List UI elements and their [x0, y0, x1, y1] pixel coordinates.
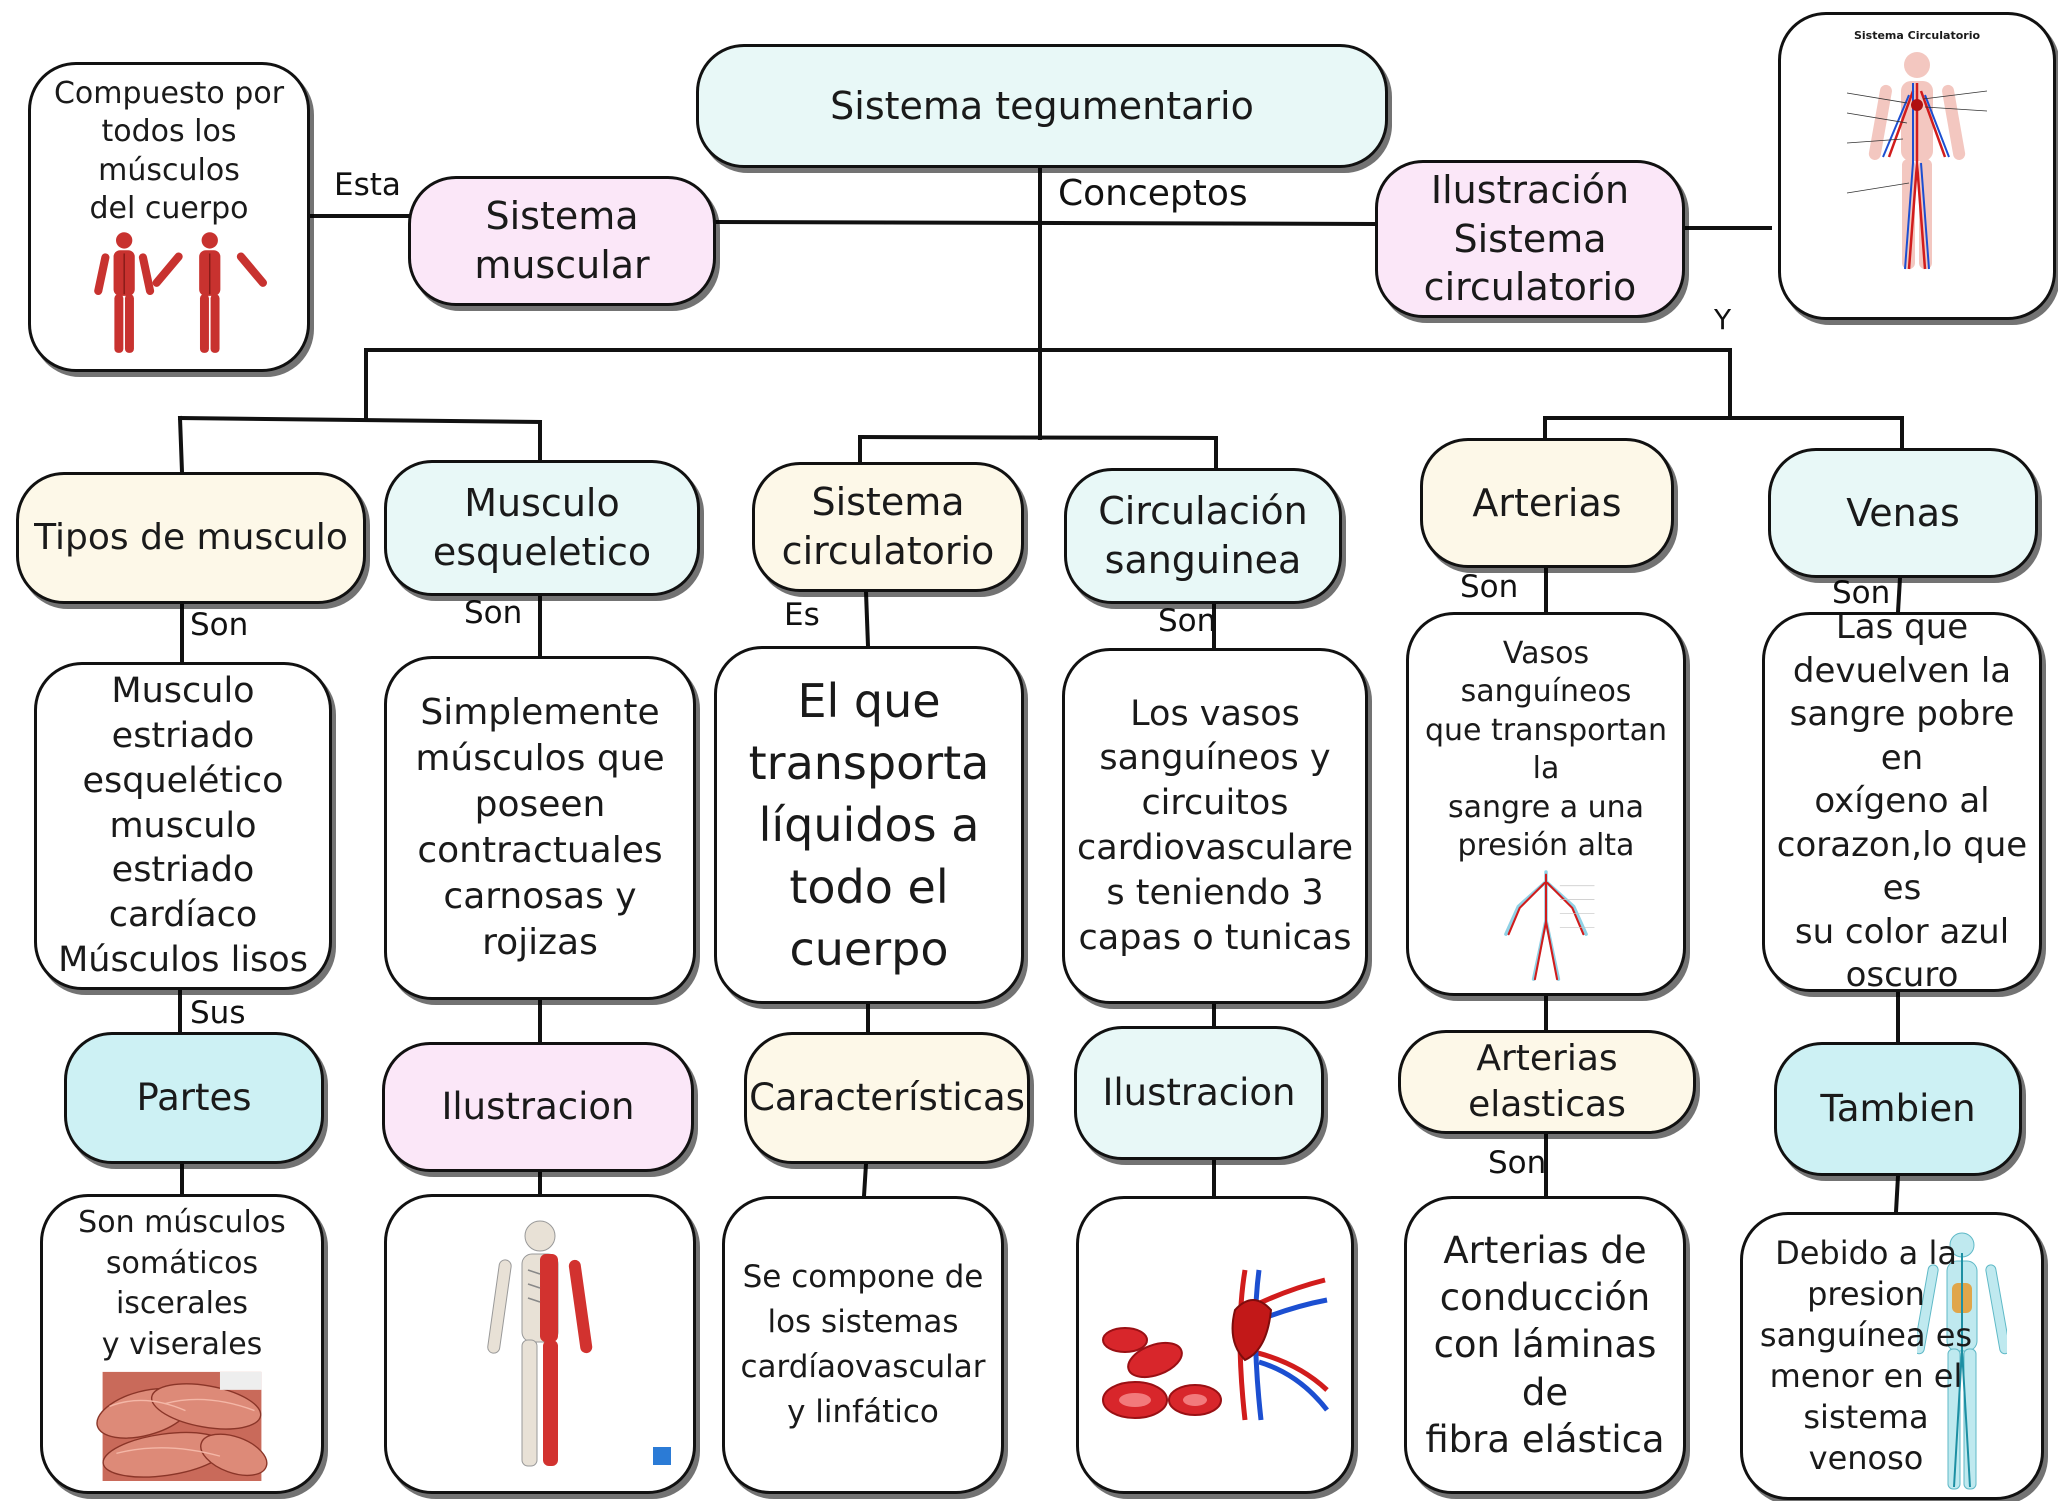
node-tipos-de-musculo: Tipos de musculo — [16, 472, 366, 604]
node-ilustracion-2-content — [1076, 1196, 1354, 1494]
node-ilustracion-circulatorio: Ilustración Sistema circulatorio — [1375, 160, 1685, 318]
blood-cells-image — [1102, 1269, 1329, 1421]
node-sistema-circulatorio-label: Sistema circulatorio — [781, 480, 995, 573]
skeleton-muscle-image — [487, 1220, 593, 1467]
node-ilustracion-2: Ilustracion — [1074, 1026, 1324, 1160]
node-partes-content: Son músculos somáticos iscerales y viser… — [40, 1194, 324, 1494]
node-sistema-muscular: Sistema muscular — [408, 176, 716, 306]
label-sus: Sus — [190, 995, 246, 1031]
node-ilustracion-1-label: Ilustracion — [441, 1085, 635, 1129]
label-son-tipos: Son — [190, 607, 249, 643]
venous-system-image — [1917, 1232, 2007, 1490]
node-circsang-content: Los vasos sanguíneos y circuitos cardiov… — [1062, 648, 1368, 1004]
node-circulacion-label: Circulación sanguinea — [1098, 489, 1308, 582]
node-compuesto: Compuesto por todos los músculos del cue… — [28, 62, 310, 372]
node-venas-content-text: Las que devuelven la sangre pobre en oxí… — [1776, 612, 2028, 992]
node-musculo-esqueletico: Musculo esqueletico — [384, 460, 700, 596]
node-partes: Partes — [64, 1032, 324, 1164]
muscle-tissue-image — [96, 1371, 268, 1481]
node-tipos-content: Musculo estriado esquelético musculo est… — [34, 662, 332, 990]
node-tambien-content-text: Debido a la presion sanguínea es menor e… — [1759, 1234, 1973, 1477]
node-compuesto-label: Compuesto por todos los músculos del cue… — [53, 76, 285, 227]
root-node: Sistema tegumentario — [696, 44, 1388, 168]
node-circulacion-sanguinea: Circulación sanguinea — [1064, 468, 1342, 604]
node-tambien-label: Tambien — [1820, 1087, 1976, 1131]
node-ilustracion-2-label: Ilustracion — [1102, 1071, 1296, 1115]
node-ilustracion-1-content — [384, 1194, 696, 1494]
corner-marker — [653, 1447, 671, 1465]
label-son-esqueletico: Son — [464, 595, 523, 631]
circulatory-system-image — [1846, 52, 1988, 270]
label-son-arterias: Son — [1460, 569, 1519, 605]
node-ilustracion-1: Ilustracion — [382, 1042, 694, 1172]
node-venas-label: Venas — [1846, 490, 1960, 535]
node-tambien: Tambien — [1774, 1042, 2022, 1176]
node-partes-content-text: Son músculos somáticos iscerales y viser… — [78, 1205, 286, 1362]
node-caracteristicas-content: Se compone de los sistemas cardíaovascul… — [722, 1196, 1004, 1494]
node-tipos-content-text: Musculo estriado esquelético musculo est… — [58, 671, 308, 980]
node-arterias-elasticas-label: Arterias elasticas — [1468, 1037, 1626, 1125]
label-son-elasticas: Son — [1488, 1145, 1547, 1181]
node-circulatorio-image: Sistema Circulatorio — [1778, 12, 2056, 320]
node-esqueletico-content: Simplemente músculos que poseen contract… — [384, 656, 696, 1000]
node-sistema-muscular-label: Sistema muscular — [474, 194, 650, 287]
node-sistema-circulatorio: Sistema circulatorio — [752, 462, 1024, 592]
node-ilustracion-circulatorio-label: Ilustración Sistema circulatorio — [1423, 168, 1637, 310]
node-arterias: Arterias — [1420, 438, 1674, 568]
node-circulatorio-content-text: El que transporta líquidos a todo el cue… — [748, 673, 990, 977]
node-venas-content: Las que devuelven la sangre pobre en oxí… — [1762, 612, 2042, 992]
node-elasticas-content-text: Arterias de conducción con láminas de fi… — [1425, 1228, 1665, 1462]
label-conceptos: Conceptos — [1058, 173, 1248, 214]
node-elasticas-content: Arterias de conducción con láminas de fi… — [1404, 1196, 1686, 1494]
node-arterias-content-text: Vasos sanguíneos que transportan la sang… — [1424, 636, 1668, 863]
label-es: Es — [784, 597, 820, 633]
node-esqueletico-label: Musculo esqueletico — [432, 481, 652, 574]
label-esta: Esta — [334, 167, 401, 203]
label-son-venas: Son — [1832, 575, 1891, 611]
label-y: Y — [1714, 303, 1732, 336]
muscle-figures-image — [94, 231, 268, 353]
node-caracteristicas-label: Características — [749, 1076, 1025, 1120]
node-caracteristicas-content-text: Se compone de los sistemas cardíaovascul… — [740, 1259, 986, 1430]
node-caracteristicas: Características — [744, 1032, 1030, 1164]
node-venas: Venas — [1768, 448, 2038, 578]
illustration-caption: Sistema Circulatorio — [1853, 29, 1981, 42]
label-son-circulacion: Son — [1158, 603, 1217, 639]
node-circsang-content-text: Los vasos sanguíneos y circuitos cardiov… — [1077, 693, 1353, 958]
artery-system-image — [1504, 870, 1595, 982]
node-arterias-elasticas: Arterias elasticas — [1398, 1030, 1696, 1134]
node-partes-label: Partes — [136, 1076, 252, 1120]
node-arterias-content: Vasos sanguíneos que transportan la sang… — [1406, 612, 1686, 996]
root-title: Sistema tegumentario — [830, 83, 1254, 128]
node-tipos-label: Tipos de musculo — [34, 516, 348, 558]
node-arterias-label: Arterias — [1472, 480, 1622, 525]
node-circulatorio-content: El que transporta líquidos a todo el cue… — [714, 646, 1024, 1004]
node-esqueletico-content-text: Simplemente músculos que poseen contract… — [415, 691, 665, 964]
node-tambien-content: Debido a la presion sanguínea es menor e… — [1740, 1212, 2044, 1500]
